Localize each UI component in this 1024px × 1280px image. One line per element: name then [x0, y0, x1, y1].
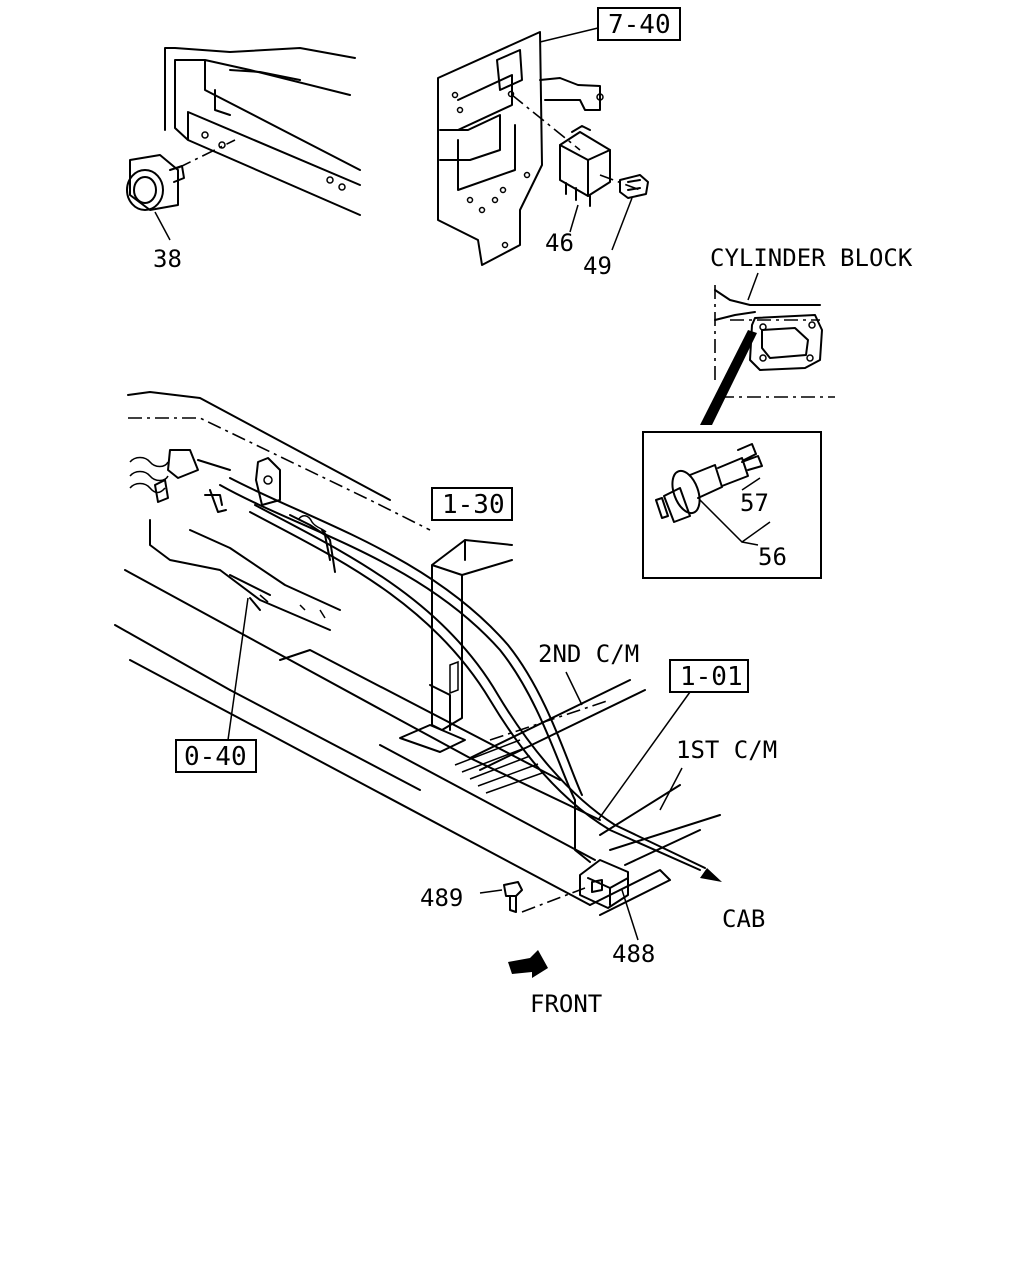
ref-7-40-leader	[539, 27, 599, 43]
frame-rails-drawing	[114, 569, 721, 916]
2nd-cm-label: 2ND C/M	[538, 640, 639, 668]
part-38-grommet	[126, 154, 185, 241]
cylinder-block-drawing	[700, 272, 835, 425]
ref-1-01-box	[669, 659, 749, 693]
ref-0-40-label: 0-40	[184, 742, 247, 772]
cylinder-block-label: CYLINDER BLOCK	[710, 244, 913, 272]
ref-7-40-box	[597, 7, 681, 41]
1st-cm-leader	[659, 767, 683, 811]
part-488-clip	[579, 859, 639, 941]
ref-0-40-box	[175, 739, 257, 773]
1st-cm-label: 1ST C/M	[676, 736, 777, 764]
ref-1-01-label: 1-01	[680, 662, 743, 692]
front-label: FRONT	[530, 990, 602, 1018]
ref-1-30-label: 1-30	[442, 490, 505, 520]
part-57-label: 57	[740, 489, 769, 517]
part-46-label: 46	[545, 229, 574, 257]
front-arrow-icon	[508, 950, 548, 978]
part-46-relay	[559, 125, 611, 233]
part-489-bolt	[479, 881, 586, 913]
sensor-detail-box	[642, 431, 822, 579]
part-56-57-sensor	[655, 443, 771, 546]
ref-1-01-leader	[597, 691, 691, 821]
part-49-label: 49	[583, 252, 612, 280]
ref-1-30-box	[431, 487, 513, 521]
2nd-cm-leader	[565, 671, 583, 706]
part-489-label: 489	[420, 884, 463, 912]
relay-bracket-drawing	[437, 31, 641, 266]
ref-7-40-label: 7-40	[608, 10, 671, 40]
bracket-1-30-drawing	[399, 539, 513, 753]
shift-cables	[219, 477, 722, 882]
engine-frame-drawing	[127, 391, 431, 631]
part-38-label: 38	[153, 245, 182, 273]
part-488-label: 488	[612, 940, 655, 968]
part-56-label: 56	[758, 543, 787, 571]
ref-0-40-leader	[227, 597, 249, 741]
upper-left-frame-drawing	[164, 47, 361, 216]
cab-label: CAB	[722, 905, 765, 933]
part-49-bolt	[611, 174, 649, 251]
